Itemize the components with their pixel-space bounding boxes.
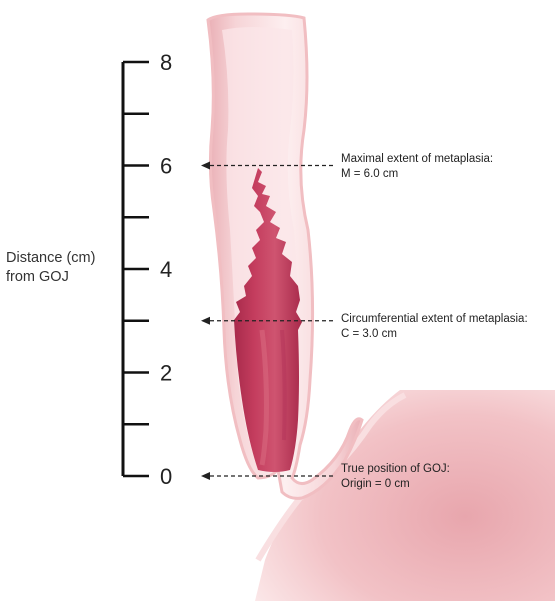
stomach-wall: [255, 390, 555, 601]
axis-tick-label-2: 2: [160, 361, 172, 386]
annotation-circumferential-extent: Circumferential extent of metaplasia: C …: [341, 312, 528, 342]
axis-title: Distance (cm) from GOJ: [6, 249, 106, 287]
arrow-head-maximal: [201, 161, 210, 170]
axis-tick-label-0: 0: [160, 464, 172, 489]
annotation-circumferential-title: Circumferential extent of metaplasia:: [341, 313, 528, 325]
annotation-maximal-extent: Maximal extent of metaplasia: M = 6.0 cm: [341, 152, 493, 182]
metaplasia-highlight-2: [280, 329, 287, 441]
arrow-head-circumferential: [201, 316, 210, 325]
annotation-goj-value: Origin = 0 cm: [341, 478, 410, 490]
annotation-maximal-title: Maximal extent of metaplasia:: [341, 153, 494, 165]
arrow-head-goj: [201, 472, 210, 480]
annotation-goj-title: True position of GOJ:: [341, 463, 450, 475]
annotation-arrows: [201, 161, 336, 480]
annotation-circumferential-value: C = 3.0 cm: [341, 328, 397, 340]
axis-title-line2: from GOJ: [6, 269, 69, 285]
axis-title-line1: Distance (cm): [6, 250, 96, 266]
distance-axis: 8 6 4 2 0: [121, 50, 172, 489]
axis-tick-label-8: 8: [160, 50, 172, 75]
annotation-goj-position: True position of GOJ: Origin = 0 cm: [341, 462, 450, 492]
axis-tick-label-6: 6: [160, 154, 172, 179]
metaplasia-highlight: [259, 329, 269, 466]
annotation-maximal-value: M = 6.0 cm: [341, 168, 399, 180]
axis-tick-label-4: 4: [160, 257, 172, 282]
